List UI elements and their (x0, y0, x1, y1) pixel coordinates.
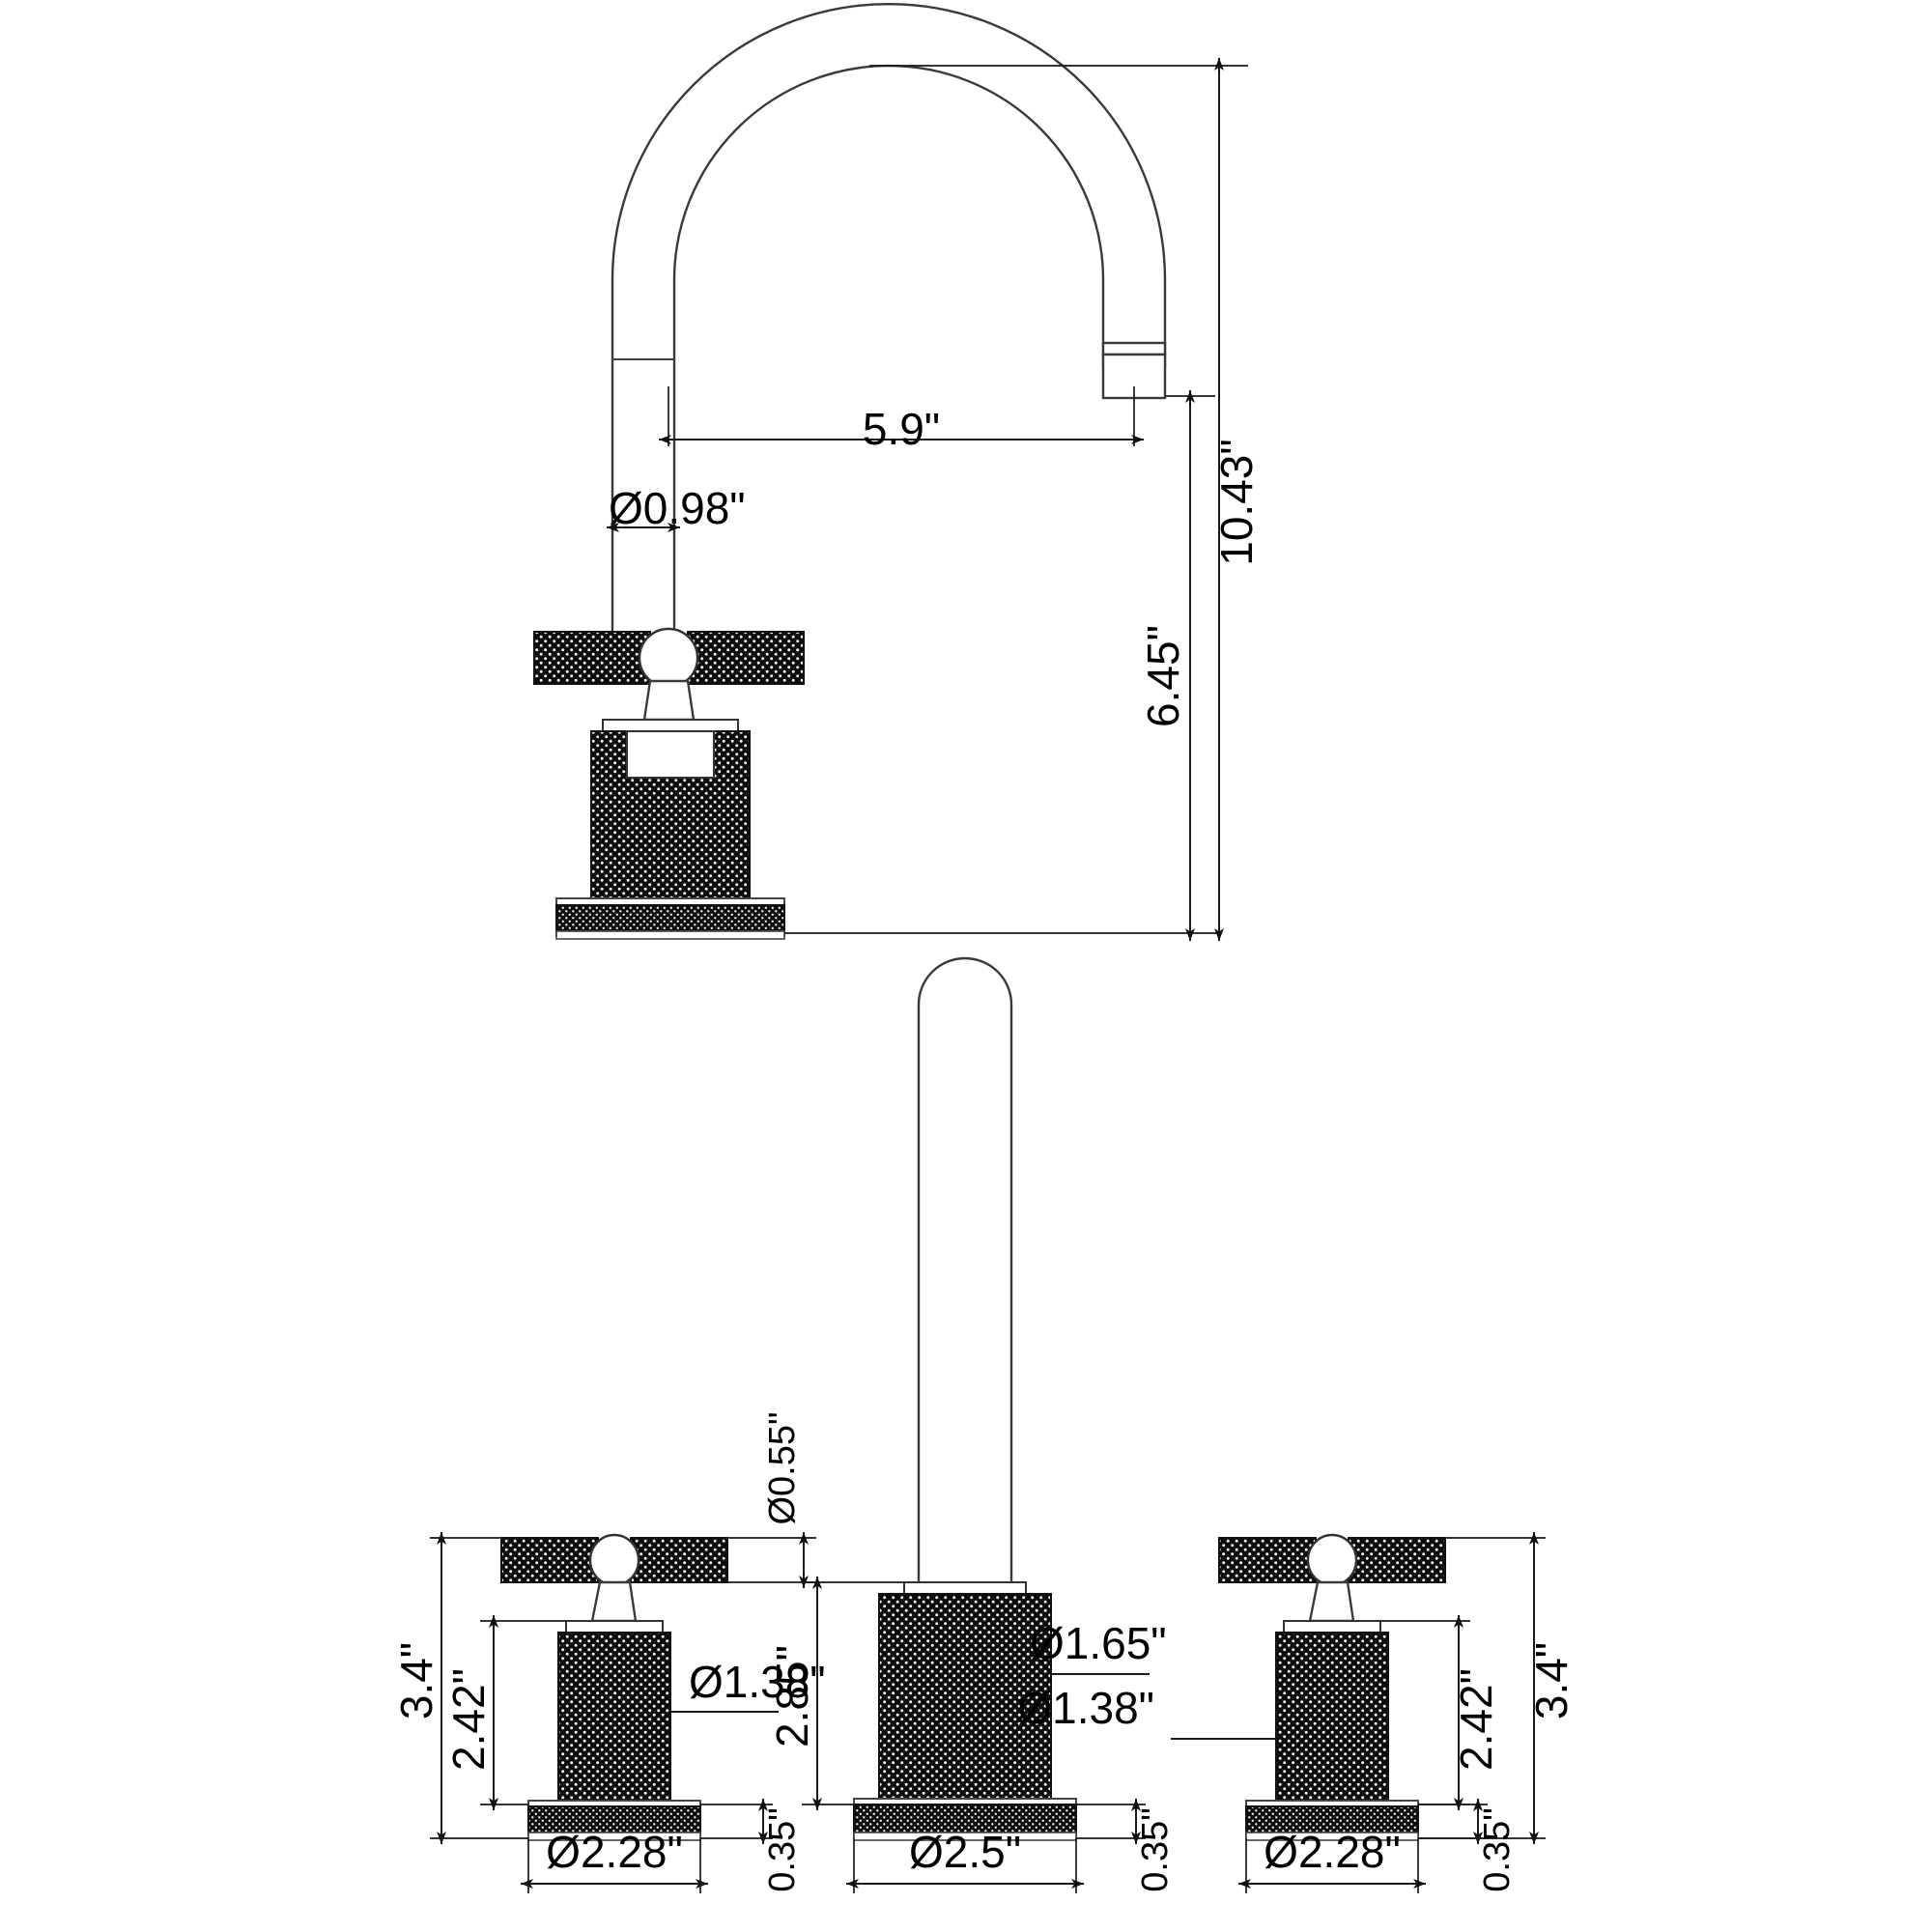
dim-right-flange-height: 0.35" (1418, 1799, 1518, 1892)
handle-hub (638, 627, 699, 689)
right-body-cylinder (1275, 1632, 1389, 1807)
dim-right-handle-height: 3.4" (1418, 1532, 1577, 1844)
dim-left-body-height: 2.42" (443, 1615, 566, 1810)
side-cross-handle (533, 627, 805, 722)
dim-center-flange-dia-label: Ø2.5" (909, 1827, 1021, 1877)
dim-right-flange-height-label: 0.35" (1477, 1807, 1518, 1891)
dim-spout-outlet-height-label: 6.45" (1138, 625, 1188, 727)
dim-center-flange-dia: Ø2.5" (846, 1827, 1084, 1893)
dim-left-flange-dia-label: Ø2.28" (546, 1827, 683, 1877)
left-handle-bar-right (630, 1537, 728, 1583)
right-handle-bar-left (1218, 1537, 1317, 1583)
dim-center-body-height: 2.85" (767, 1577, 904, 1810)
dim-left-body-height-label: 2.42" (443, 1668, 494, 1771)
dim-handle-rod-dia: Ø0.55" (727, 1411, 816, 1588)
view-front-elevation: Ø0.55" 3.4" 2.42" Ø1.38" Ø2.28" (391, 956, 1577, 1893)
left-flange-bottom-lip (527, 1832, 701, 1841)
dim-spout-outlet-height: 6.45" (1138, 390, 1215, 941)
dim-left-flange-height-label: 0.35" (762, 1807, 803, 1891)
spout-outline (611, 2, 1167, 639)
dim-right-flange-dia-label: Ø2.28" (1264, 1827, 1401, 1877)
dim-right-body-dia-label: Ø1.38" (1017, 1683, 1154, 1733)
dim-center-body-dia-label: Ø1.65" (1030, 1618, 1167, 1668)
dim-center-flange-height-label: 0.35" (1135, 1807, 1176, 1891)
handle-neck (642, 679, 696, 722)
dim-right-body-height-label: 2.42" (1451, 1668, 1501, 1771)
left-handle-neck (590, 1580, 638, 1623)
dim-left-flange-dia: Ø2.28" (521, 1827, 708, 1893)
dim-right-body-dia: Ø1.38" (1017, 1683, 1276, 1740)
left-handle-bar-left (500, 1537, 599, 1583)
dim-overall-height: 10.43" (869, 58, 1262, 941)
handle-bar-right (687, 631, 805, 685)
dim-spout-reach-label: 5.9" (863, 404, 940, 454)
valve-flange-bottom-lip (555, 930, 785, 940)
right-handle-neck (1308, 1580, 1355, 1623)
dim-left-flange-height: 0.35" (700, 1799, 803, 1892)
center-spout-tube (917, 956, 1013, 1586)
handle-bar-left (533, 631, 651, 685)
dim-spout-reach: 5.9" (659, 386, 1144, 454)
dim-handle-rod-dia-label: Ø0.55" (762, 1411, 803, 1524)
left-handle-hub (588, 1533, 640, 1587)
dim-center-body-dia: Ø1.65" (1030, 1618, 1167, 1675)
side-valve-body (555, 719, 785, 940)
dim-left-body-dia-label: Ø1.38" (689, 1657, 826, 1707)
dim-right-flange-dia: Ø2.28" (1238, 1827, 1426, 1893)
dim-left-handle-height: 3.4" (391, 1532, 528, 1844)
valve-neck-window (626, 730, 715, 779)
view-side-elevation: 5.9" Ø0.98" 10.43" 6.45" (533, 2, 1262, 941)
right-handle-hub (1306, 1533, 1358, 1587)
front-left-valve (500, 1533, 728, 1841)
dim-right-body-height: 2.42" (1380, 1615, 1501, 1810)
left-body-cylinder (557, 1632, 671, 1807)
right-handle-bar-right (1348, 1537, 1446, 1583)
dim-center-body-height-label: 2.85" (767, 1645, 817, 1747)
dim-spout-tube-dia-label: Ø0.98" (609, 483, 746, 533)
right-flange-bottom-lip (1245, 1832, 1419, 1841)
dim-right-handle-height-label: 3.4" (1526, 1642, 1577, 1719)
dim-spout-tube-dia: Ø0.98" (607, 483, 746, 533)
center-body-cylinder (878, 1593, 1052, 1805)
front-right-valve (1218, 1533, 1446, 1841)
center-flange-bottom-lip (853, 1832, 1077, 1841)
spout-outlet-collar (1101, 341, 1167, 356)
dim-overall-height-label: 10.43" (1211, 439, 1262, 565)
dim-center-flange-height: 0.35" (1076, 1799, 1176, 1892)
front-center-spout (853, 956, 1077, 1841)
dim-left-handle-height-label: 3.4" (391, 1642, 441, 1719)
dim-left-body-dia: Ø1.38" (670, 1657, 826, 1713)
